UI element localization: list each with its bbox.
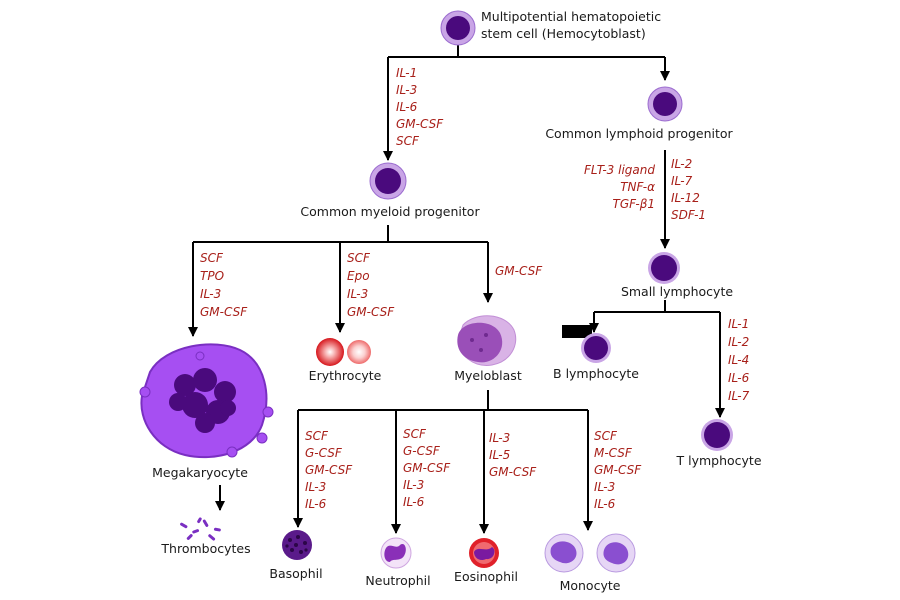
factor: M-CSF [594, 446, 633, 460]
factor: IL-6 [305, 497, 327, 511]
megakaryocyte-label: Megakaryocyte [152, 465, 248, 480]
factor: GM-CSF [495, 264, 543, 278]
factor: IL-6 [594, 497, 616, 511]
t-lymphocyte-cell [701, 419, 733, 451]
neutrophil-label: Neutrophil [365, 573, 430, 588]
myeloblast-label: Myeloblast [454, 368, 522, 383]
factor: IL-5 [489, 448, 510, 462]
factors-to-eosinophil: IL-3 IL-5 GM-CSF [489, 431, 537, 479]
myeloblast-cell [457, 315, 517, 366]
factors-to-small-lymphocyte-right: IL-2 IL-7 IL-12 SDF-1 [671, 157, 706, 222]
lymphoid-progenitor-label: Common lymphoid progenitor [545, 126, 733, 141]
megakaryocyte-cell [139, 343, 274, 459]
factor: IL-2 [671, 157, 692, 171]
factor: IL-6 [396, 100, 418, 114]
factor: G-CSF [403, 444, 441, 458]
eosinophil-cell [469, 538, 499, 568]
factor: IL-3 [489, 431, 510, 445]
factor: TNF-α [620, 180, 655, 194]
t-lymphocyte-label: T lymphocyte [675, 453, 761, 468]
factor: IL-2 [728, 335, 749, 349]
factor: IL-12 [671, 191, 700, 205]
factor: IL-7 [671, 174, 693, 188]
factor: IL-3 [403, 478, 424, 492]
b-lymphocyte-cell [581, 333, 611, 363]
myeloid-progenitor-label: Common myeloid progenitor [300, 204, 480, 219]
factors-to-megakaryocyte: SCF TPO IL-3 GM-CSF [200, 251, 248, 319]
factor: IL-6 [728, 371, 750, 385]
factor: IL-1 [728, 317, 749, 331]
factors-to-small-lymphocyte-left: FLT-3 ligand TNF-α TGF-β1 [584, 163, 655, 211]
factor: IL-3 [347, 287, 368, 301]
factor: SCF [200, 251, 224, 265]
factor: G-CSF [305, 446, 343, 460]
factor: GM-CSF [347, 305, 395, 319]
factor: SCF [396, 134, 420, 148]
stem-cell-label-line2: stem cell (Hemocytoblast) [481, 26, 646, 41]
factor: GM-CSF [396, 117, 444, 131]
factor: IL-3 [594, 480, 615, 494]
factor: SCF [594, 429, 618, 443]
factors-to-erythrocyte: SCF Epo IL-3 GM-CSF [347, 251, 395, 319]
lymphoid-progenitor-cell [647, 86, 683, 122]
factor: IL-4 [728, 353, 749, 367]
connector-lines [188, 42, 725, 534]
factor: IL-3 [200, 287, 221, 301]
factors-to-monocyte: SCF M-CSF GM-CSF IL-3 IL-6 [594, 429, 642, 511]
monocyte-label: Monocyte [560, 578, 621, 593]
factor: SDF-1 [671, 208, 706, 222]
small-lymphocyte-label: Small lymphocyte [621, 284, 733, 299]
factor: SCF [347, 251, 371, 265]
factor: GM-CSF [200, 305, 248, 319]
stem-cell [440, 10, 476, 46]
myeloid-progenitor-cell [369, 162, 407, 200]
factors-to-myeloblast: GM-CSF [495, 264, 543, 278]
basophil-label: Basophil [269, 566, 322, 581]
factor: Epo [347, 269, 370, 283]
factor: GM-CSF [594, 463, 642, 477]
factors-to-myeloid: IL-1 IL-3 IL-6 GM-CSF SCF [396, 66, 444, 148]
factors-to-t-lymphocyte: IL-1 IL-2 IL-4 IL-6 IL-7 [728, 317, 750, 403]
factor: SCF [403, 427, 427, 441]
neutrophil-cell [380, 537, 412, 569]
small-lymphocyte-cell [648, 252, 680, 284]
stem-cell-label-line1: Multipotential hematopoietic [481, 9, 661, 24]
thrombocytes-label: Thrombocytes [160, 541, 250, 556]
b-lymphocyte-label: B lymphocyte [553, 366, 639, 381]
factor: IL-3 [305, 480, 326, 494]
factor: IL-7 [728, 389, 750, 403]
factors-to-basophil: SCF G-CSF GM-CSF IL-3 IL-6 [305, 429, 353, 511]
factor: IL-3 [396, 83, 417, 97]
factor: GM-CSF [403, 461, 451, 475]
black-marker [562, 325, 592, 338]
factor: TPO [200, 269, 224, 283]
factors-to-neutrophil: SCF G-CSF GM-CSF IL-3 IL-6 [403, 427, 451, 509]
factor: GM-CSF [305, 463, 353, 477]
factor: IL-6 [403, 495, 425, 509]
monocyte-cells [544, 533, 636, 573]
factor: TGF-β1 [613, 197, 656, 211]
eosinophil-label: Eosinophil [454, 569, 518, 584]
basophil-cell [282, 530, 312, 560]
erythrocyte-label: Erythrocyte [309, 368, 382, 383]
factor: GM-CSF [489, 465, 537, 479]
erythrocyte-cells [316, 338, 371, 366]
thrombocytes-cells [180, 517, 221, 541]
factor: IL-1 [396, 66, 417, 80]
factor: SCF [305, 429, 329, 443]
factor: FLT-3 ligand [584, 163, 655, 177]
